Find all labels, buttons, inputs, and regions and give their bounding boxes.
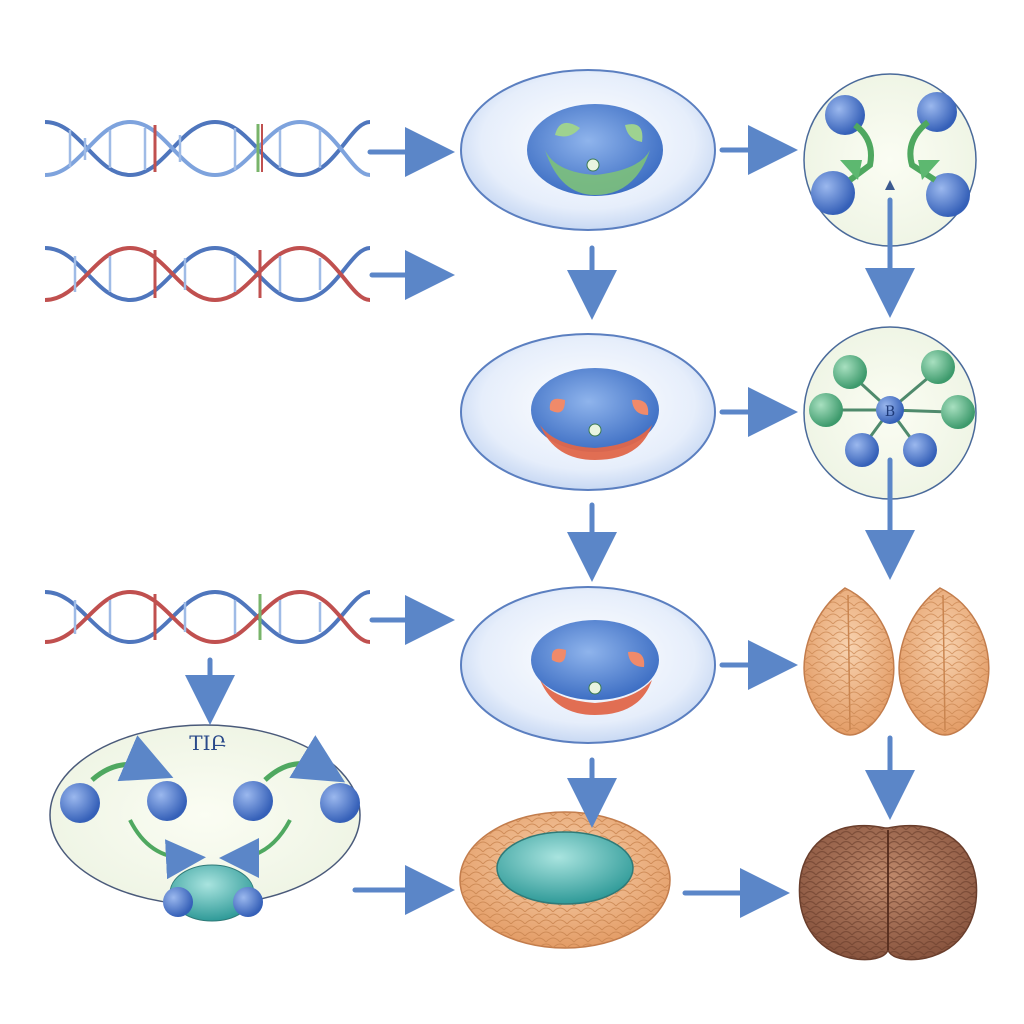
panel-label: TIԲ xyxy=(189,731,226,755)
tissue-lobe-icon-1 xyxy=(803,587,895,736)
molecule-cluster-icon-1 xyxy=(803,73,977,247)
dna-helix-icon-1 xyxy=(44,119,371,178)
brain-icon xyxy=(798,824,978,961)
molecule-cluster-icon-2: B xyxy=(803,326,977,500)
tissue-lobe-icon-2 xyxy=(898,587,990,736)
dna-helix-icon-2 xyxy=(44,245,371,303)
center-label: B xyxy=(885,404,895,420)
interaction-panel: TIԲ xyxy=(49,724,361,922)
ruffled-cell-icon xyxy=(459,811,671,949)
dna-helix-icon-3 xyxy=(44,589,371,645)
arrow-icon-group xyxy=(185,125,915,918)
cell-icon-3 xyxy=(460,586,716,744)
cell-icon-2 xyxy=(460,333,716,491)
cell-icon-1 xyxy=(460,69,716,231)
